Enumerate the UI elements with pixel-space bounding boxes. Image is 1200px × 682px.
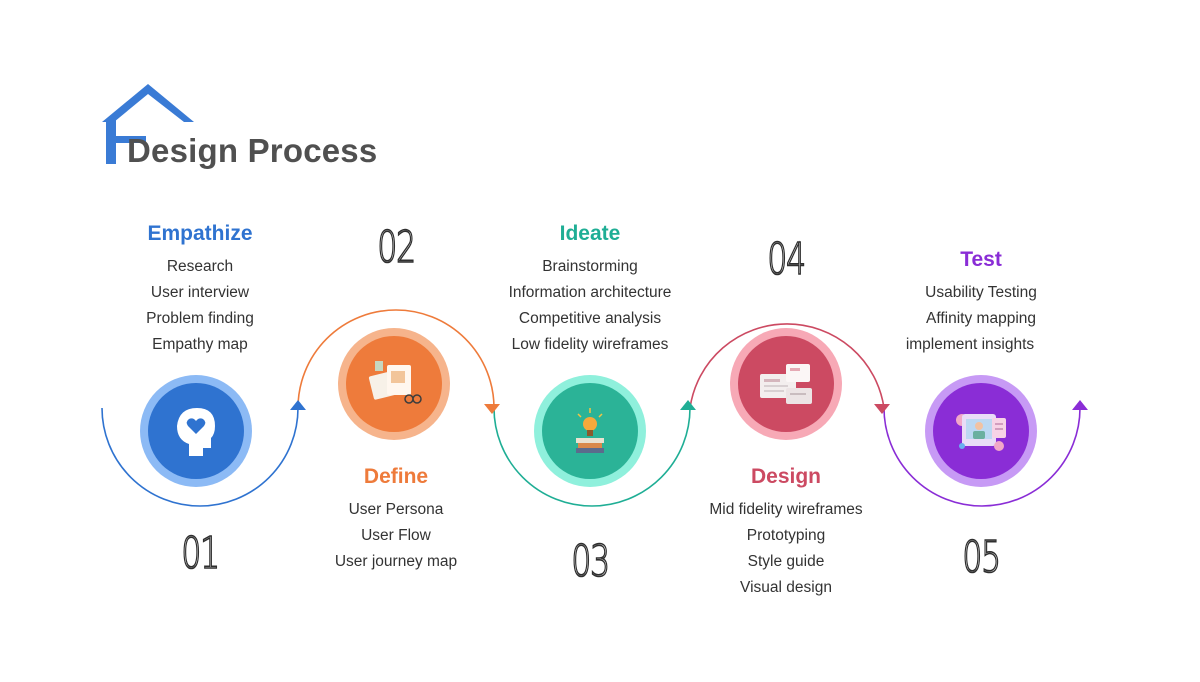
step-items-test: Usability Testing Affinity mapping imple… [840,280,1100,358]
list-item: Information architecture [460,280,720,306]
sticky-notes-icon [365,359,423,409]
step-number-01: 01 [157,528,243,579]
step-circle-empathize [140,375,252,487]
arrow-up-icon [1072,400,1088,410]
wireframe-screens-icon [756,360,816,408]
user-test-screen-icon [952,406,1010,456]
list-item: Research [70,254,330,280]
step-number-04: 04 [743,234,829,285]
step-number-02: 02 [353,222,439,273]
step-circle-ideate [534,375,646,487]
head-heart-icon [171,404,221,458]
list-item: Empathy map [70,332,330,358]
list-item: Prototyping [656,523,916,549]
list-item: implement insights [840,332,1100,358]
list-item: Low fidelity wireframes [460,332,720,358]
step-title-ideate: Ideate [470,222,710,246]
step-title-empathize: Empathize [80,222,320,246]
list-item: Problem finding [70,306,330,332]
step-title-design: Design [666,465,906,489]
step-number-03: 03 [547,536,633,587]
list-item: User interview [70,280,330,306]
list-item: User Flow [266,523,526,549]
step-title-test: Test [861,248,1101,272]
step-number-05: 05 [938,532,1024,583]
list-item: Style guide [656,549,916,575]
step-items-define: User Persona User Flow User journey map [266,497,526,575]
step-title-define: Define [276,465,516,489]
step-items-ideate: Brainstorming Information architecture C… [460,254,720,358]
list-item: Affinity mapping [840,306,1100,332]
list-item: Visual design [656,575,916,601]
step-items-empathize: Research User interview Problem finding … [70,254,330,358]
arrow-down-icon [874,404,890,414]
arrow-down-icon [484,404,500,414]
list-item: User Persona [266,497,526,523]
list-item: Brainstorming [460,254,720,280]
list-item: Competitive analysis [460,306,720,332]
list-item: User journey map [266,549,526,575]
step-circle-test [925,375,1037,487]
step-items-design: Mid fidelity wireframes Prototyping Styl… [656,497,916,601]
arrow-up-icon [680,400,696,410]
arrow-up-icon [290,400,306,410]
lightbulb-books-icon [570,406,610,456]
step-circle-design [730,328,842,440]
list-item: Usability Testing [840,280,1100,306]
list-item: Mid fidelity wireframes [656,497,916,523]
step-circle-define [338,328,450,440]
